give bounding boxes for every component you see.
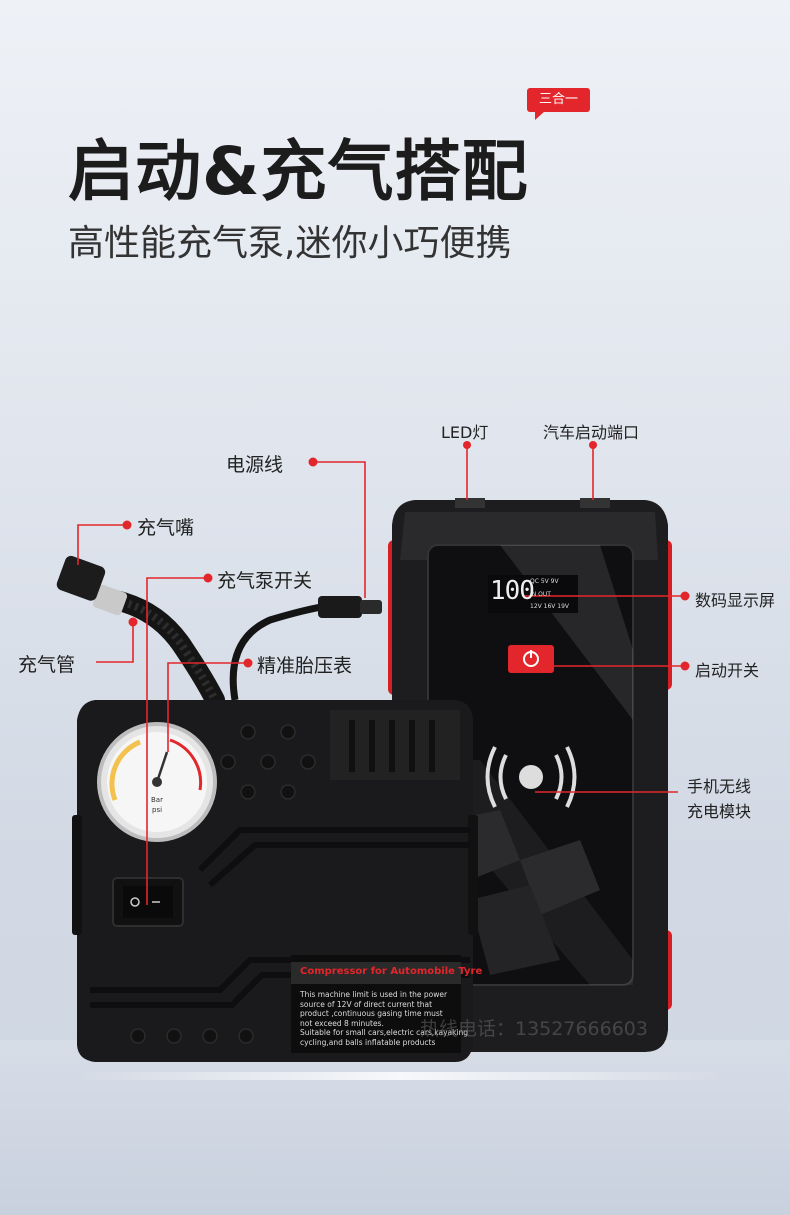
label-line: Suitable for small cars,electric cars,ka… <box>300 1028 469 1037</box>
label-line: product ,continuous gasing time must <box>300 1009 443 1018</box>
gauge-unit-bar: Bar <box>151 796 163 804</box>
label-line: not exceed 8 minutes. <box>300 1018 384 1028</box>
air-compressor <box>72 700 478 1062</box>
callout-pump-switch: 充气泵开关 <box>217 570 313 592</box>
callout-start-switch: 启动开关 <box>695 661 760 680</box>
label-line: cycling,and balls inflatable products <box>300 1037 436 1047</box>
compressor-label-heading: Compressor for Automobile Tyre <box>300 966 483 977</box>
gauge-unit-psi: psi <box>152 806 163 814</box>
page-subtitle: 高性能充气泵,迷你小巧便携 <box>68 223 512 264</box>
stage-highlight <box>80 1072 720 1080</box>
callout-display: 数码显示屏 <box>695 591 776 610</box>
page-title: 启动&充气搭配 <box>68 133 529 210</box>
callout-lines <box>77 445 685 905</box>
label-line: source of 12V of direct current that <box>300 999 433 1009</box>
lcd-row3: 12V 16V 19V <box>530 603 570 610</box>
lcd-digits: 100 <box>490 576 535 606</box>
callout-power-cord: 电源线 <box>226 454 284 476</box>
lcd-row2: IN OUT <box>530 591 551 598</box>
lcd-row1: QC 5V 9V <box>530 578 559 585</box>
hose-assembly <box>56 555 225 710</box>
callout-hose: 充气管 <box>18 654 76 676</box>
compressor-label-body: This machine limit is used in the power … <box>300 990 468 1047</box>
callout-wireless-1: 手机无线 <box>687 777 752 796</box>
jump-starter-device <box>388 498 672 1052</box>
watermark-hotline: 热线电话：13527666603 <box>420 1018 648 1040</box>
label-line: This machine limit is used in the power <box>300 990 448 999</box>
callout-gauge: 精准胎压表 <box>257 655 353 677</box>
three-in-one-badge: 三合一 <box>527 88 590 120</box>
display-stage <box>0 1040 790 1215</box>
callout-led: LED灯 <box>441 423 489 442</box>
callout-wireless-2: 充电模块 <box>687 802 752 821</box>
callout-dots <box>122 441 690 671</box>
callout-car-port: 汽车启动端口 <box>543 423 640 442</box>
callout-nozzle: 充气嘴 <box>137 517 195 539</box>
